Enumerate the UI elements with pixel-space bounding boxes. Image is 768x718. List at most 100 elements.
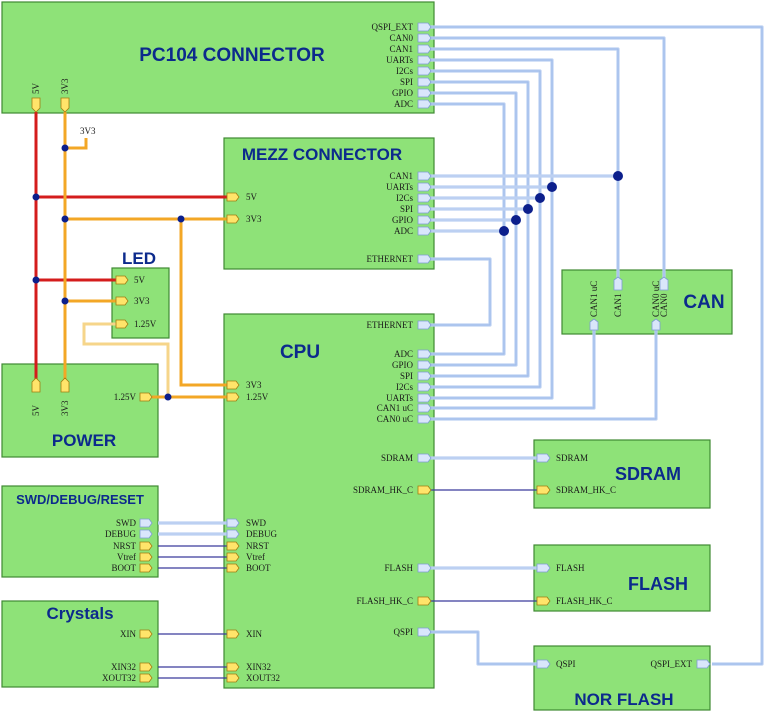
pin-label: NRST [246,541,270,551]
junction [61,297,69,305]
pin-label: DEBUG [246,529,277,539]
cpu-block [223,313,435,689]
pin-label: 5V [31,405,41,417]
pin-label: 3V3 [60,78,70,94]
pin-label: 3V3 [246,214,262,224]
power-title: POWER [52,431,116,450]
pin-label: 3V3 [134,296,150,306]
net-label-3v3: 3V3 [80,126,96,136]
pin-label: I2Cs [396,382,414,392]
pin-label: 5V [246,192,258,202]
nor-flash-title: NOR FLASH [574,690,673,709]
pin-label: FLASH_HK_C [556,596,613,606]
pin-label: NRST [113,541,137,551]
pin-label: I2Cs [396,66,414,76]
swd-pins: SWD DEBUG NRST Vtref BOOT [105,518,153,573]
pin-label: FLASH [556,563,585,573]
pin-label: CAN0 [659,293,669,317]
pin-label: GPIO [392,215,414,225]
swd-debug-reset-block [1,485,159,578]
pin-label: 1.25V [114,392,137,402]
pin-label: FLASH [384,563,413,573]
pin-label: XOUT32 [102,673,136,683]
pin-label: 5V [134,275,146,285]
pin-label: CAN1 [613,293,623,317]
pin-label: SDRAM_HK_C [353,485,413,495]
pin-label: XOUT32 [246,673,280,683]
junction [164,393,172,401]
junction [177,215,185,223]
junction [613,171,623,181]
crystal-pins: XIN XIN32 XOUT32 [102,629,153,683]
junction [547,182,557,192]
can-title: CAN [683,292,724,313]
pin-label: CAN0 [389,33,413,43]
pin-label: CAN1 uC [377,403,413,413]
pin-label: ETHERNET [367,320,414,330]
power-rails [34,112,230,399]
pin-label: SPI [400,371,413,381]
pin-label: CAN1 [389,44,413,54]
flash-title: FLASH [628,574,688,594]
mezz-connector-block [223,137,435,270]
pin-label: SDRAM [381,453,413,463]
pin-label: 1.25V [134,319,157,329]
memory-pins: SDRAM SDRAM_HK_C FLASH FLASH_HK_C QSPI Q… [536,453,711,669]
pin-label: CAN0 uC [651,281,661,317]
power-pins: 5V 3V3 1.25V [31,377,153,417]
pin-label: 3V3 [60,400,70,416]
pin-label: GPIO [392,360,414,370]
can-pins: CAN1 uC CAN1 CAN0 uC CAN0 [589,276,669,331]
pin-label: CAN1 [389,171,413,181]
signal-buses [158,25,764,666]
pin-label: SWD [246,518,267,528]
swd-title: SWD/DEBUG/RESET [16,492,144,507]
sdram-block [533,439,711,509]
pin-label: DEBUG [105,529,136,539]
junction [32,276,40,284]
pc104-pins: QSPI_EXT CAN0 CAN1 UARTs I2Cs SPI GPIO A… [31,22,432,113]
control-lines [158,489,540,679]
flash-block [533,544,711,612]
pin-label: QSPI [556,659,576,669]
pin-label: FLASH_HK_C [356,596,413,606]
pin-label: ADC [394,349,413,359]
pin-label: SWD [116,518,137,528]
junction [499,226,509,236]
cpu-title: CPU [280,342,320,363]
pin-label: ETHERNET [367,254,414,264]
pin-label: BOOT [112,563,137,573]
mezz-title: MEZZ CONNECTOR [242,145,402,164]
junction [61,215,69,223]
junction [511,215,521,225]
junction [535,193,545,203]
junction [523,204,533,214]
pin-label: Vtref [117,552,136,562]
pin-label: BOOT [246,563,271,573]
pc104-connector-block [1,1,435,114]
pin-label: XIN [246,629,262,639]
power-block [1,363,159,458]
pin-label: I2Cs [396,193,414,203]
mezz-pins: CAN1 UARTs I2Cs SPI GPIO ADC ETHERNET 5V… [226,171,432,264]
pin-label: ADC [394,99,413,109]
led-pins: 5V 3V3 1.25V [115,275,157,329]
pin-label: SDRAM_HK_C [556,485,616,495]
pin-label: 3V3 [246,380,262,390]
cpu-pins: ETHERNET ADC GPIO SPI I2Cs UARTs CAN1 uC… [226,320,432,683]
pin-label: 1.25V [246,392,269,402]
crystals-block [1,600,159,688]
pin-label: XIN32 [111,662,136,672]
pin-label: SPI [400,77,413,87]
sdram-title: SDRAM [615,464,681,484]
pin-label: SDRAM [556,453,588,463]
junction [32,193,40,201]
pin-label: QSPI_EXT [371,22,413,32]
junction [61,144,69,152]
led-title: LED [122,249,156,268]
pin-label: CAN0 uC [377,414,413,424]
pin-label: 5V [31,83,41,95]
pin-label: XIN32 [246,662,271,672]
pin-label: GPIO [392,88,414,98]
